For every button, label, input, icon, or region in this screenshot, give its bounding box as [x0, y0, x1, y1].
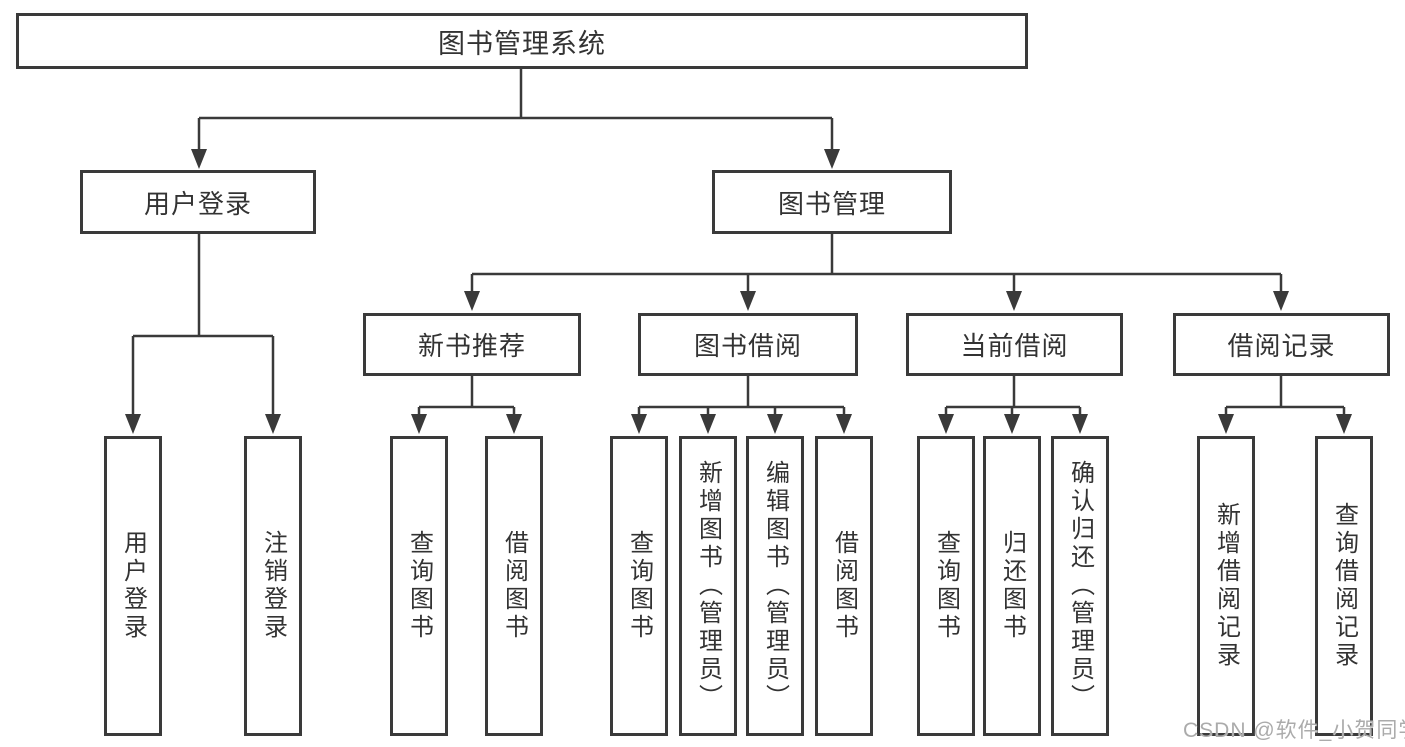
leaf-confirm-return-admin: 确认归还（管理员） [1051, 436, 1109, 736]
csdn-watermark: CSDN @软件_小贺同学 [1183, 719, 1405, 742]
node-current-borrowing: 当前借阅 [906, 313, 1123, 376]
leaf-add-book-admin: 新增图书（管理员） [679, 436, 737, 736]
leaf-edit-book-admin: 编辑图书（管理员） [746, 436, 804, 736]
node-borrowing-records: 借阅记录 [1173, 313, 1390, 376]
leaf-add-borrow-record: 新增借阅记录 [1197, 436, 1255, 736]
arrowheads [125, 149, 1352, 434]
node-book-management: 图书管理 [712, 170, 952, 234]
leaf-return-books: 归还图书 [983, 436, 1041, 736]
leaf-logout: 注销登录 [244, 436, 302, 736]
leaf-query-borrow-record: 查询借阅记录 [1315, 436, 1373, 736]
leaf-borrow-books-borrowing: 借阅图书 [815, 436, 873, 736]
leaf-borrow-books-recommend: 借阅图书 [485, 436, 543, 736]
leaf-user-login: 用户登录 [104, 436, 162, 736]
leaf-query-books-recommend: 查询图书 [390, 436, 448, 736]
node-new-book-recommendation: 新书推荐 [363, 313, 581, 376]
node-book-borrowing: 图书借阅 [638, 313, 858, 376]
leaf-query-books-current: 查询图书 [917, 436, 975, 736]
leaf-query-books-borrowing: 查询图书 [610, 436, 668, 736]
node-user-login: 用户登录 [80, 170, 316, 234]
node-library-management-system: 图书管理系统 [16, 13, 1028, 69]
